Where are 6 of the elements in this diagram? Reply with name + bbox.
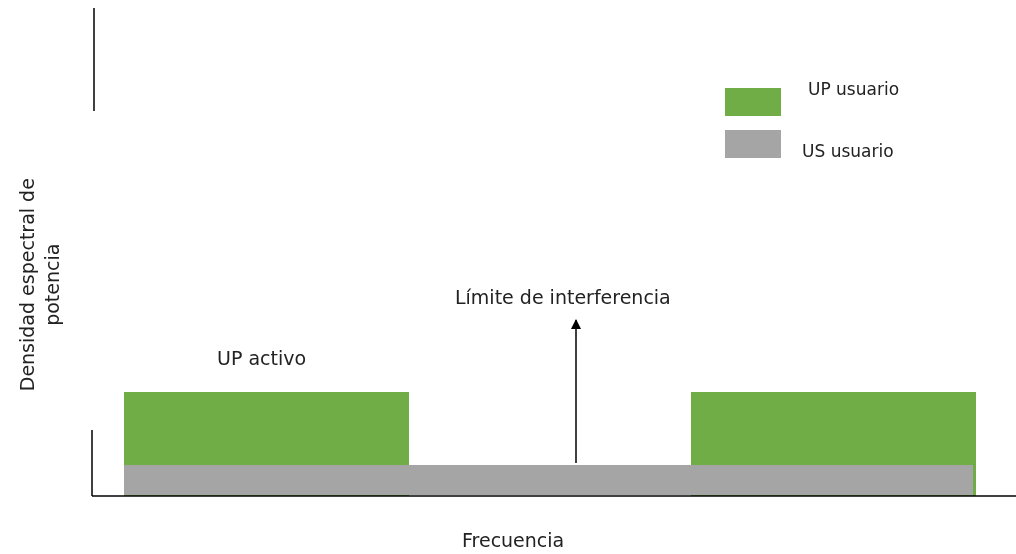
legend-label: UP usuario: [808, 78, 900, 101]
annotation-text: Límite de interferencia: [455, 285, 671, 310]
annotation-text: UP activo: [217, 346, 307, 371]
legend-label: US usuario: [802, 140, 894, 163]
axis-title: Frecuencia: [462, 528, 565, 553]
axis-title: Densidad espectral de potencia: [15, 177, 64, 394]
